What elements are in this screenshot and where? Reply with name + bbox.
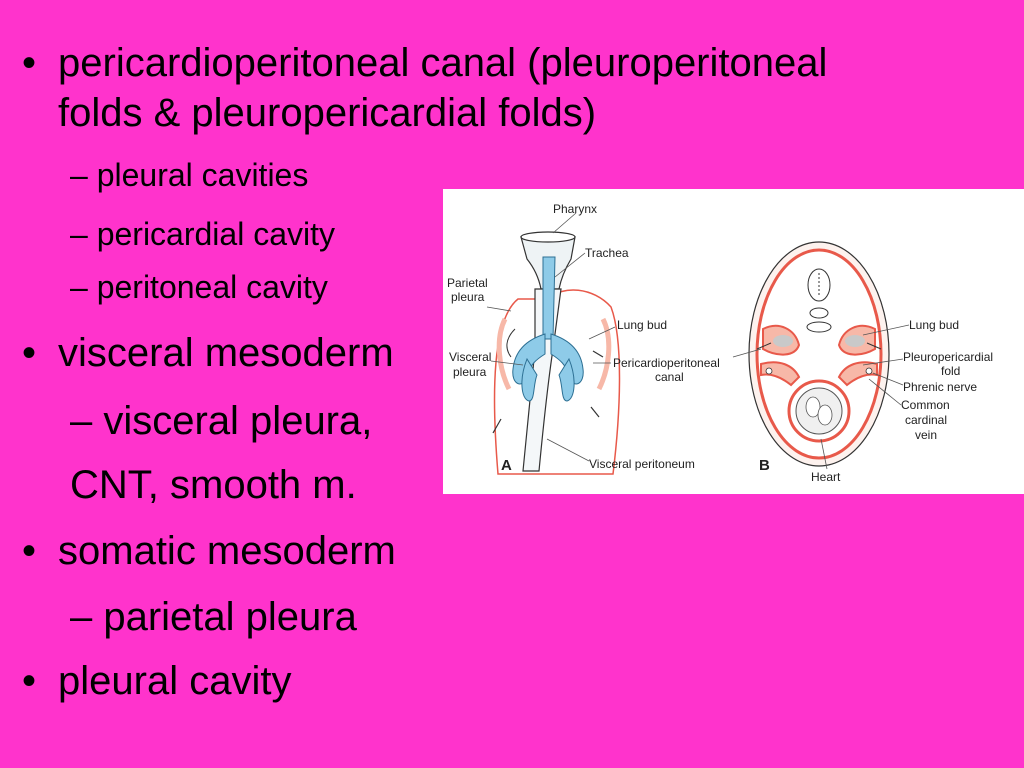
label-common-cardinal-vein: Common [901,398,950,412]
label-pericardioperitoneal-canal: Pericardioperitoneal [613,356,720,370]
label-visceral-peritoneum: Visceral peritoneum [589,457,695,471]
bullet-text: pericardioperitoneal canal (pleuroperito… [58,41,828,85]
label-pharynx: Pharynx [553,202,597,216]
bullet-marker: • [22,529,37,573]
label-pleuropericardial-fold: Pleuropericardial [903,350,993,364]
sub-bullet: – parietal pleura [70,595,357,639]
anatomy-diagram: Pharynx Trachea Parietal pleura Lung bud… [447,202,993,484]
label-heart: Heart [811,470,841,484]
label-visceral-pleura: Visceral [449,350,491,364]
label-visceral-pleura-2: pleura [453,365,487,379]
sub-bullet: – pleural cavities [70,157,309,193]
bullet-text: pleural cavity [58,659,292,703]
label-trachea: Trachea [585,246,629,260]
label-phrenic-nerve: Phrenic nerve [903,380,977,394]
label-parietal-pleura-2: pleura [451,290,485,304]
sub-bullet-continued: CNT, smooth m. [70,463,357,507]
sub-bullet: – visceral pleura, [70,399,373,443]
bullet-text: somatic mesoderm [58,529,396,573]
label-lung-bud-b: Lung bud [909,318,959,332]
label-pleuropericardial-fold-2: fold [941,364,960,378]
panel-a-drawing [486,212,621,475]
label-lung-bud-a: Lung bud [617,318,667,332]
sub-bullet: – pericardial cavity [70,216,335,252]
bullet-text-continued: folds & pleuropericardial folds) [58,91,597,135]
label-panel-b: B [759,457,770,474]
anatomy-figure: Pharynx Trachea Parietal pleura Lung bud… [443,189,1024,494]
bullet-text: visceral mesoderm [58,331,394,375]
label-pericardioperitoneal-canal-2: canal [655,370,684,384]
sub-bullet: – peritoneal cavity [70,269,328,305]
bullet-marker: • [22,659,37,703]
label-common-cardinal-vein-2: cardinal [905,413,947,427]
panel-b-drawing [732,241,910,470]
label-parietal-pleura: Parietal [447,276,488,290]
bullet-marker: • [22,331,37,375]
bullet-marker: • [22,41,37,85]
label-panel-a: A [501,457,512,474]
label-common-cardinal-vein-3: vein [915,428,937,442]
